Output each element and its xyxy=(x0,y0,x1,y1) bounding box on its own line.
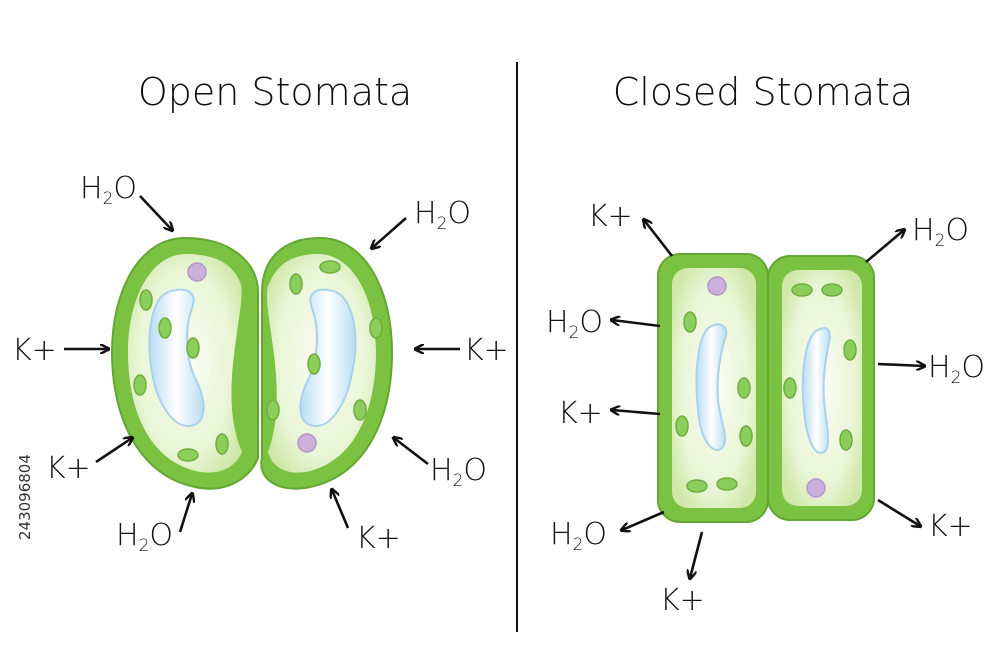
water-label: H2O xyxy=(912,213,969,251)
chloroplast xyxy=(791,283,813,297)
arrow-in xyxy=(139,195,172,230)
water-label: H2O xyxy=(928,350,985,388)
water-label: H2O xyxy=(550,517,607,555)
potassium-label: K+ xyxy=(356,521,401,556)
chloroplast xyxy=(675,415,689,437)
arrow-out xyxy=(865,230,904,263)
nucleus xyxy=(297,433,317,453)
water-label: H2O xyxy=(116,518,173,556)
potassium-label: K+ xyxy=(46,451,91,486)
chloroplast xyxy=(307,353,321,375)
water-label: H2O xyxy=(430,453,487,491)
chloroplast xyxy=(821,283,843,297)
chloroplast xyxy=(186,337,200,359)
open-stomata-title: Open Stomata xyxy=(138,70,412,114)
arrow-in xyxy=(394,438,429,466)
arrow-out xyxy=(612,320,661,328)
potassium-label: K+ xyxy=(464,333,509,368)
chloroplast xyxy=(839,429,853,451)
arrow-in xyxy=(178,494,192,533)
arrow-in xyxy=(332,490,350,529)
potassium-label: K+ xyxy=(12,333,57,368)
arrow-in xyxy=(95,438,132,464)
potassium-label: K+ xyxy=(928,509,973,544)
chloroplast xyxy=(739,425,753,447)
chloroplast xyxy=(716,477,738,491)
chloroplast xyxy=(158,317,172,339)
water-label: H2O xyxy=(546,305,603,343)
water-label: H2O xyxy=(414,196,471,234)
arrow-out xyxy=(644,220,674,257)
chloroplast xyxy=(215,433,229,455)
arrow-out xyxy=(612,410,661,414)
chloroplast xyxy=(289,273,303,295)
arrow-out xyxy=(877,498,920,526)
chloroplast xyxy=(369,317,383,339)
closed-left-guard-cell xyxy=(657,253,769,523)
chloroplast xyxy=(353,399,367,421)
arrow-out xyxy=(690,531,704,578)
chloroplast xyxy=(683,311,697,333)
closed-right-guard-cell xyxy=(767,255,875,521)
chloroplast xyxy=(737,377,751,399)
open-left-guard-cell xyxy=(110,236,259,490)
chloroplast xyxy=(177,448,199,462)
chloroplast xyxy=(266,399,280,421)
arrow-out xyxy=(622,510,665,530)
closed-stomata-title: Closed Stomata xyxy=(613,70,913,114)
potassium-label: K+ xyxy=(588,199,633,234)
nucleus xyxy=(707,276,727,296)
watermark-id: 243096804 xyxy=(16,454,34,540)
nucleus xyxy=(806,478,826,498)
open-right-guard-cell xyxy=(260,236,394,490)
chloroplast xyxy=(686,479,708,493)
chloroplast xyxy=(139,289,153,311)
arrow-in xyxy=(372,217,407,248)
chloroplast xyxy=(319,260,341,274)
arrow-out xyxy=(877,364,924,366)
potassium-label: K+ xyxy=(660,583,705,618)
chloroplast xyxy=(133,374,147,396)
nucleus xyxy=(187,262,207,282)
chloroplast xyxy=(783,377,797,399)
potassium-label: K+ xyxy=(558,396,603,431)
water-label: H2O xyxy=(80,171,137,209)
chloroplast xyxy=(843,339,857,361)
